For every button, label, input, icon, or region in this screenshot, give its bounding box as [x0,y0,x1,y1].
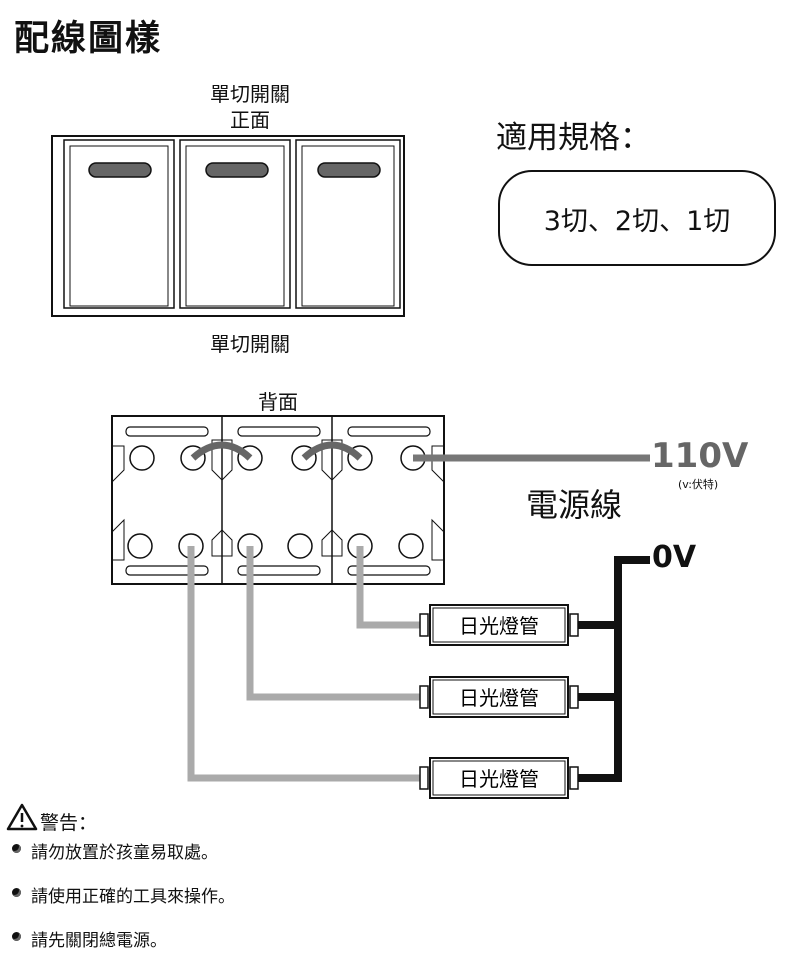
front-heading-line2: 正面 [230,108,270,132]
load-wire-1 [356,546,422,629]
lamp-tube: 日光燈管 [419,676,579,718]
load-wire-2 [246,546,422,701]
back-heading: 背面 [258,390,298,414]
warning-item-text: 請使用正確的工具來操作。 [31,887,235,907]
lamp-label: 日光燈管 [459,614,539,638]
spec-value: 3切、2切、1切 [543,205,731,237]
jumper-wire [301,441,363,461]
warning-heading-text: 警告： [40,812,98,834]
warning-icon [6,803,38,831]
rocker-indicator [205,162,269,178]
switch-back-view [111,415,445,585]
voltage-110v: 110V [651,436,749,476]
bullet-icon [12,888,21,897]
lamp-tube: 日光燈管 [419,757,579,799]
load-wire-3 [187,546,422,782]
warning-item: 請先關閉總電源。 [12,926,235,970]
bullet-icon [12,844,21,853]
lamp-tube: 日光燈管 [419,604,579,646]
front-heading-line1: 單切開關 [210,82,290,106]
voltage-unit-note: (v:伏特) [678,478,719,491]
warning-heading: 警告： [40,808,97,835]
warning-item-text: 請先關閉總電源。 [31,931,167,951]
switch-front-view [51,135,405,317]
rocker-indicator [88,162,152,178]
warning-item-text: 請勿放置於孩童易取處。 [31,843,218,863]
warning-item: 請勿放置於孩童易取處。 [12,838,235,882]
page-title: 配線圖樣 [14,19,163,59]
front-caption: 單切開關 [210,332,290,356]
jumper-wire [190,441,253,461]
warning-item: 請使用正確的工具來操作。 [12,882,235,926]
rocker-indicator [317,162,381,178]
warning-list: 請勿放置於孩童易取處。 請使用正確的工具來操作。 請先關閉總電源。 [12,838,235,970]
spec-title: 適用規格： [496,120,651,156]
lamp-label: 日光燈管 [459,767,539,791]
bullet-icon [12,932,21,941]
voltage-0v: 0V [652,540,697,575]
spec-box: 3切、2切、1切 [498,170,776,266]
lamp-label: 日光燈管 [459,686,539,710]
power-line-label: 電源線 [526,486,623,524]
